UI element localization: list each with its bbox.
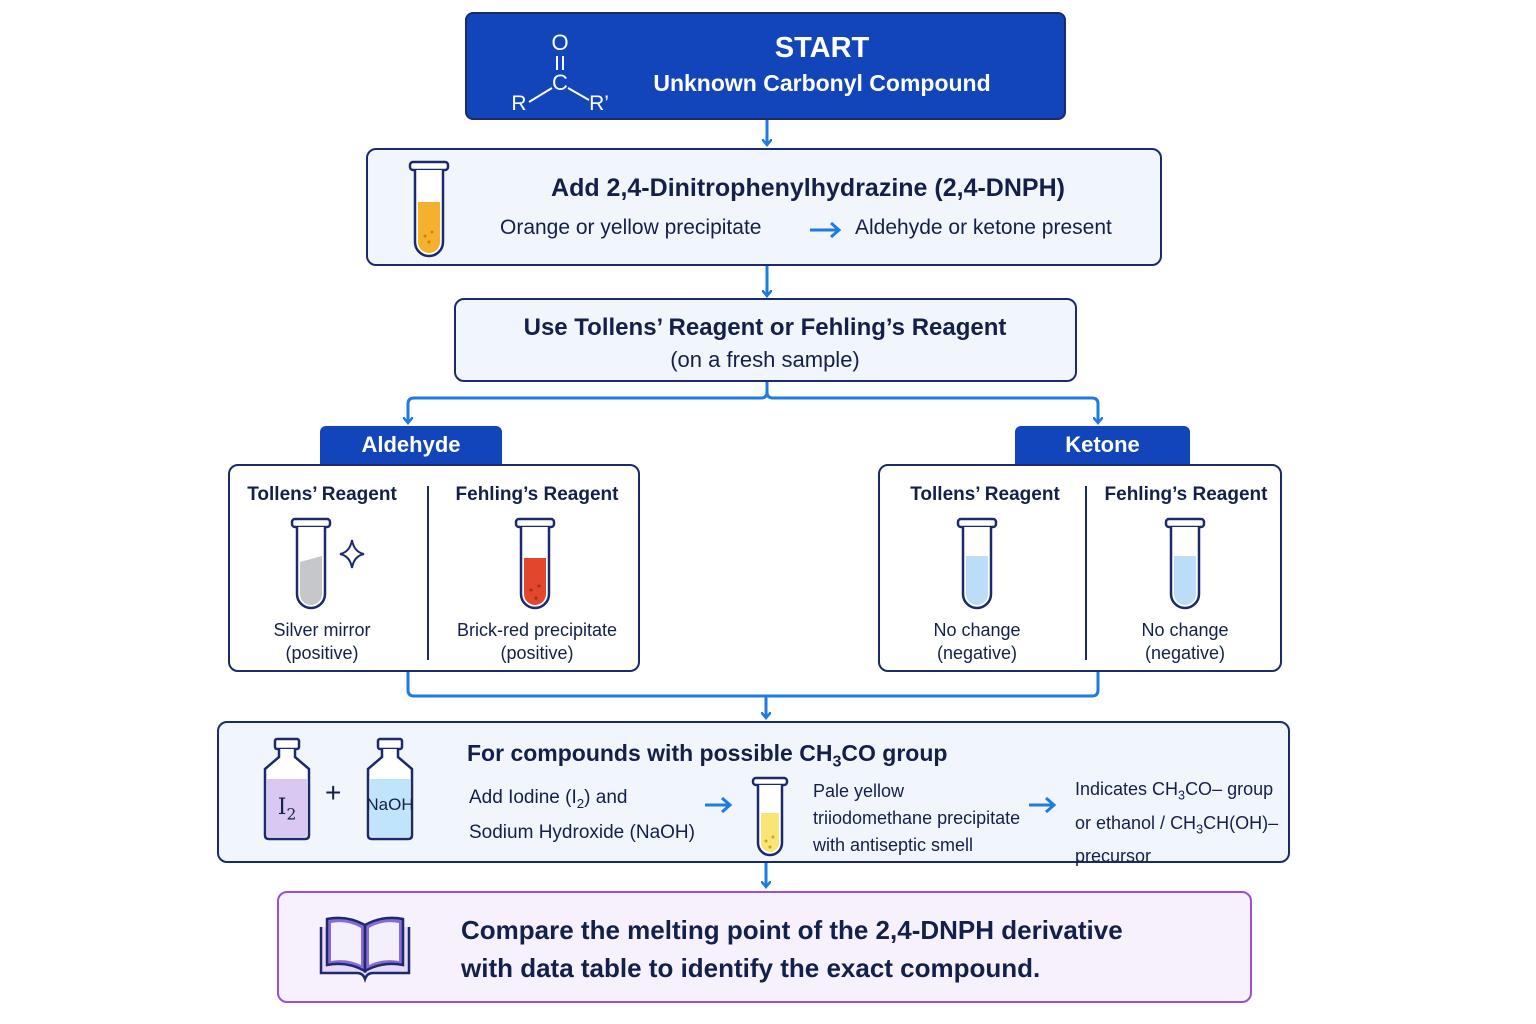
tollens-fehling-title: Use Tollens’ Reagent or Fehling’s Reagen…: [523, 314, 1007, 341]
book-icon: [319, 916, 411, 983]
ketone-fehling-result: No change: [1141, 620, 1229, 640]
aldehyde-label: Aldehyde: [320, 426, 502, 464]
iodoform-observation: Pale yellow triiodomethane precipitate w…: [813, 778, 1020, 859]
aldehyde-fehling-verdict: (positive): [500, 643, 574, 663]
test-tube-icon: [514, 517, 556, 610]
dnph-conclusion: Aldehyde or ketone present: [855, 216, 1112, 239]
start-title: START: [774, 32, 870, 64]
iodoform-ind-line3: precursor: [1075, 846, 1152, 867]
carbonyl-structure-icon: O C R R’: [511, 30, 609, 112]
bottle-icon: [263, 737, 311, 841]
iodoform-ind-line1: Indicates CH3CO– group: [1075, 779, 1274, 803]
final-line2: with data table to identify the exact co…: [461, 953, 1041, 983]
iodoform-obs-line2: triiodomethane precipitate: [813, 808, 1021, 828]
aldehyde-tollens-verdict: (positive): [285, 643, 359, 663]
structure-r-prime: R’: [589, 92, 609, 112]
dnph-title: Add 2,4-Dinitrophenylhydrazine (2,4-DNPH…: [551, 174, 1065, 202]
ketone-tollens-result: No change: [933, 620, 1021, 640]
iodoform-ind-line2: or ethanol / CH3CH(OH)–: [1075, 812, 1279, 837]
tollens-fehling-subtitle: (on a fresh sample): [670, 347, 860, 372]
iodoform-obs-line1: Pale yellow: [813, 781, 905, 801]
structure-o: O: [551, 30, 568, 55]
bottle-naoh-label: NaOH: [366, 795, 414, 814]
ketone-fehling-title: Fehling’s Reagent: [1104, 484, 1268, 505]
bottle-i2-label: I2: [277, 795, 297, 824]
test-tube-icon: [751, 776, 789, 857]
aldehyde-panel: Tollens’ Reagent Silver mirror (positive…: [228, 464, 640, 672]
test-tube-icon: [290, 517, 365, 610]
test-tube-icon: [1164, 517, 1206, 610]
dnph-step-box: Add 2,4-Dinitrophenylhydrazine (2,4-DNPH…: [366, 148, 1162, 266]
test-tube-icon: [408, 160, 450, 258]
ketone-label: Ketone: [1015, 426, 1190, 464]
aldehyde-tollens-result: Silver mirror: [273, 620, 371, 640]
connector-split-right: [765, 391, 1098, 422]
ketone-fehling-verdict: (negative): [1144, 643, 1226, 663]
iodoform-box: I2 + NaOH For compounds with possible CH…: [217, 721, 1290, 866]
arrow-icon: [1029, 796, 1057, 814]
sparkle-icon: [339, 539, 365, 569]
aldehyde-fehling-result: Brick-red precipitate: [456, 620, 618, 640]
structure-r: R: [511, 92, 526, 112]
panel-divider: [1085, 486, 1087, 660]
bottle-icon: [366, 737, 414, 841]
tollens-fehling-box: Use Tollens’ Reagent or Fehling’s Reagen…: [454, 298, 1077, 382]
iodoform-step-line1: Add Iodine (I2) and: [469, 787, 628, 811]
iodoform-title: For compounds with possible CH3CO group: [467, 740, 948, 771]
iodoform-indication: Indicates CH3CO– group or ethanol / CH3C…: [1075, 776, 1278, 870]
plus-sign: +: [325, 777, 342, 808]
iodoform-step-line2: Sodium Hydroxide (NaOH): [469, 821, 695, 843]
arrow-icon: [705, 796, 733, 814]
arrow-icon: [810, 221, 842, 239]
start-box: O C R R’ START Unknown Carbonyl Compound: [465, 12, 1066, 120]
structure-c: C: [552, 70, 568, 95]
test-tube-icon: [956, 517, 998, 610]
iodoform-obs-line3: with antiseptic smell: [813, 835, 974, 855]
dnph-observation: Orange or yellow precipitate: [500, 216, 762, 239]
ketone-panel: Tollens’ Reagent No change (negative) Fe…: [878, 464, 1282, 672]
connector-merge: [406, 672, 1100, 698]
final-box: Compare the melting point of the 2,4-DNP…: [277, 891, 1252, 1003]
ketone-tollens-verdict: (negative): [936, 643, 1018, 663]
aldehyde-fehling-title: Fehling’s Reagent: [455, 484, 619, 505]
ketone-tollens-title: Tollens’ Reagent: [910, 484, 1060, 505]
final-line1: Compare the melting point of the 2,4-DNP…: [461, 915, 1123, 945]
aldehyde-tollens-title: Tollens’ Reagent: [247, 484, 397, 505]
panel-divider: [427, 486, 429, 660]
iodoform-step: Add Iodine (I2) and Sodium Hydroxide (Na…: [469, 783, 695, 847]
start-subtitle: Unknown Carbonyl Compound: [653, 70, 991, 96]
connector-split: [408, 382, 769, 422]
